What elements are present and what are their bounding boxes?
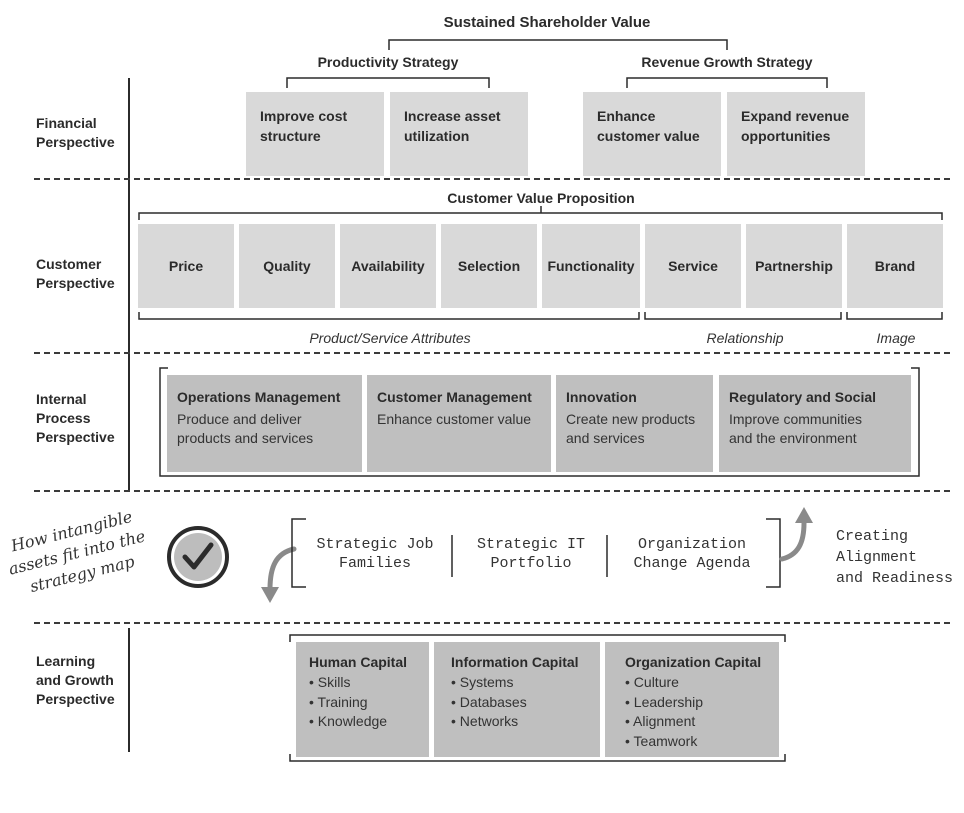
enhance-customer-value-text: Enhance customer value: [597, 108, 700, 144]
attribute-partnership-text: Partnership: [755, 258, 833, 274]
improve-cost-structure-box: Improve cost structure: [246, 92, 384, 176]
organization-capital-item: • Leadership: [625, 693, 704, 710]
attribute-functionality: Functionality: [542, 224, 640, 308]
revenue-growth-strategy-label: Revenue Growth Strategy: [620, 54, 834, 70]
organization-capital-title: Organization Capital: [625, 654, 762, 670]
process-operations-management: Operations Management Produce and delive…: [167, 375, 362, 472]
attribute-service: Service: [645, 224, 741, 308]
image-label: Image: [876, 330, 916, 346]
customer-perspective-label: Customer Perspective: [36, 256, 115, 291]
expand-revenue-opportunities-box: Expand revenue opportunities: [727, 92, 865, 176]
curved-arrow-up-icon: [779, 507, 813, 562]
perspective-axis: [128, 78, 130, 490]
human-capital-box: Human Capital • Skills • Training • Know…: [296, 642, 429, 757]
check-circle-icon: [167, 526, 229, 588]
process-regulatory-title: Regulatory and Social: [729, 389, 877, 405]
attribute-functionality-text: Functionality: [547, 258, 635, 274]
information-capital-item: • Systems: [451, 674, 514, 690]
internal-process-perspective-label: Internal Process Perspective: [36, 391, 115, 445]
process-regulatory-desc: Improve communities and the environment: [729, 411, 863, 446]
attribute-quality-text: Quality: [263, 258, 311, 274]
increase-asset-utilization-box: Increase asset utilization: [390, 92, 528, 176]
learning-bracket: [289, 634, 786, 762]
information-capital-item: • Networks: [451, 713, 519, 729]
internal-process-frame: [159, 367, 920, 477]
process-innovation: Innovation Create new products and servi…: [556, 375, 713, 472]
information-capital-item: • Databases: [451, 693, 527, 710]
separator-internal-intangible: [34, 490, 950, 492]
financial-bracket-lines: [286, 39, 828, 88]
attribute-availability: Availability: [340, 224, 436, 308]
enhance-customer-value-box: Enhance customer value: [583, 92, 721, 176]
attribute-selection: Selection: [441, 224, 537, 308]
attribute-availability-text: Availability: [351, 258, 425, 274]
expand-revenue-opportunities-text: Expand revenue opportunities: [741, 108, 850, 144]
separator-financial-customer: [34, 178, 950, 180]
human-capital-item: • Knowledge: [309, 713, 388, 729]
information-capital-title: Information Capital: [451, 654, 579, 670]
organization-capital-item: • Alignment: [625, 713, 696, 729]
process-customer-title: Customer Management: [377, 389, 532, 405]
creating-alignment-readiness-label: Creating Alignment and Readiness: [836, 528, 954, 587]
increase-asset-utilization-text: Increase asset utilization: [404, 108, 501, 144]
attribute-price-text: Price: [168, 258, 204, 274]
human-capital-title: Human Capital: [309, 654, 408, 670]
attribute-brand: Brand: [847, 224, 943, 308]
process-regulatory-social: Regulatory and Social Improve communitie…: [719, 375, 911, 472]
process-innovation-desc: Create new products and services: [566, 411, 696, 446]
organization-capital-item: • Teamwork: [625, 732, 698, 749]
attribute-brand-text: Brand: [874, 258, 916, 274]
process-innovation-title: Innovation: [566, 389, 637, 405]
separator-intangible-learning: [34, 622, 950, 624]
process-customer-desc: Enhance customer value: [377, 411, 532, 427]
separator-customer-internal: [34, 352, 950, 354]
learning-axis: [128, 628, 130, 752]
attribute-partnership: Partnership: [746, 224, 842, 308]
process-customer-management: Customer Management Enhance customer val…: [367, 375, 551, 472]
improve-cost-structure-text: Improve cost structure: [260, 108, 348, 144]
process-operations-desc: Produce and deliver products and service…: [177, 411, 314, 446]
productivity-strategy-label: Productivity Strategy: [288, 54, 488, 70]
relationship-label: Relationship: [706, 330, 784, 346]
information-capital-box: Information Capital • Systems • Database…: [434, 642, 600, 757]
attribute-selection-text: Selection: [457, 258, 521, 274]
attribute-price: Price: [138, 224, 234, 308]
attribute-quality: Quality: [239, 224, 335, 308]
human-capital-item: • Skills: [309, 674, 351, 690]
learning-growth-perspective-label: Learning and Growth Perspective: [36, 653, 115, 707]
sustained-shareholder-value-label: Sustained Shareholder Value: [443, 14, 651, 31]
human-capital-item: • Training: [309, 693, 368, 710]
process-operations-title: Operations Management: [177, 389, 341, 405]
strategic-it-portfolio: Strategic IT Portfolio: [476, 536, 586, 572]
product-service-attributes-label: Product/Service Attributes: [309, 330, 471, 346]
curved-arrow-down-icon: [261, 546, 297, 603]
customer-value-proposition-label: Customer Value Proposition: [391, 190, 691, 206]
organization-capital-box: Organization Capital • Culture • Leaders…: [605, 642, 779, 757]
organization-capital-item: • Culture: [625, 674, 679, 690]
financial-perspective-label: Financial Perspective: [36, 115, 115, 150]
organization-change-agenda: Organization Change Agenda: [633, 536, 751, 572]
customer-bracket-lines: [138, 204, 943, 320]
attribute-service-text: Service: [668, 258, 718, 274]
intangible-bracket: [291, 518, 781, 588]
strategic-job-families: Strategic Job Families: [316, 536, 434, 572]
